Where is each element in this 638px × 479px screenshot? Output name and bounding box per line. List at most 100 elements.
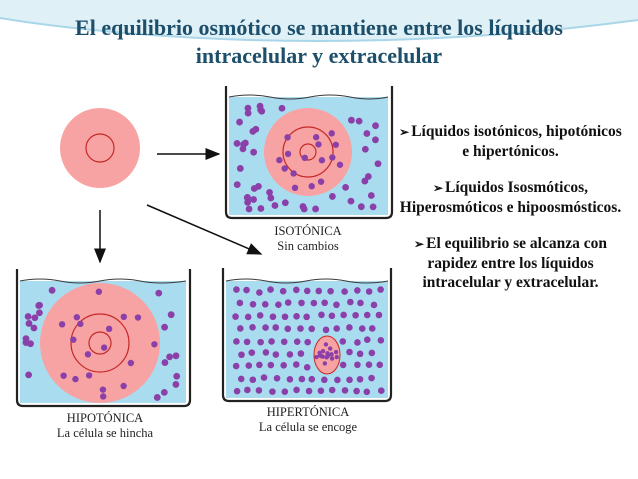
particle: [281, 313, 289, 321]
particle: [256, 102, 264, 110]
particle: [161, 323, 168, 331]
particle: [334, 376, 341, 384]
particle: [341, 288, 348, 295]
label-hypertonic-desc: La célula se encoge: [258, 420, 358, 434]
particle: [272, 324, 280, 331]
particle: [269, 388, 276, 395]
particle: [248, 349, 256, 356]
particles-isotonic-cell: [276, 130, 344, 192]
particle: [353, 387, 360, 395]
particle: [267, 361, 275, 369]
particle: [267, 194, 275, 202]
particle: [151, 341, 158, 348]
title-line-1: El equilibrio osmótico se mantiene entre…: [75, 15, 563, 40]
particle: [310, 299, 318, 307]
bullet-list: ➢Líquidos isotónicos, hipotónicos e hipe…: [398, 122, 623, 309]
particle: [308, 325, 316, 333]
particle: [333, 349, 339, 355]
particle: [292, 361, 300, 368]
particle: [329, 154, 336, 161]
page-title: El equilibrio osmótico se mantiene entre…: [0, 14, 638, 70]
particle: [376, 361, 384, 369]
particle: [325, 351, 330, 356]
particle: [312, 205, 319, 213]
particle: [328, 130, 335, 137]
particle: [340, 311, 347, 319]
beaker-hypertonic: [221, 268, 393, 403]
particle: [276, 156, 283, 164]
particle: [369, 203, 377, 211]
particle: [233, 181, 241, 189]
particle: [346, 348, 353, 356]
particle: [321, 376, 328, 384]
particle: [244, 104, 252, 112]
particle: [99, 386, 107, 393]
particle: [250, 196, 257, 203]
particle: [284, 325, 292, 333]
particle: [243, 286, 250, 294]
particle: [256, 312, 264, 319]
particle: [240, 140, 247, 148]
particle: [377, 387, 385, 395]
particle: [269, 313, 277, 321]
particle: [236, 118, 243, 126]
particle: [363, 130, 371, 137]
label-hypotonic: HIPOTÓNICA La célula se hincha: [30, 411, 180, 441]
particle: [328, 312, 336, 320]
particle: [297, 350, 305, 357]
particle: [25, 320, 33, 327]
particle: [167, 311, 175, 319]
particle: [236, 299, 244, 307]
particle: [100, 393, 107, 400]
particle: [24, 313, 32, 320]
particle: [232, 362, 240, 370]
particle: [134, 314, 142, 321]
particle: [355, 117, 363, 125]
particle: [363, 388, 371, 396]
particle: [363, 336, 371, 343]
particle: [334, 354, 340, 360]
particle: [336, 161, 344, 168]
label-hypotonic-desc: La célula se hincha: [56, 426, 154, 440]
particle: [100, 344, 108, 351]
particle: [281, 165, 288, 172]
particle: [328, 386, 336, 394]
particle: [256, 361, 263, 369]
particle: [361, 145, 369, 153]
particle: [284, 150, 292, 158]
particle: [304, 338, 311, 346]
particle: [260, 374, 268, 381]
particle: [233, 338, 240, 345]
particle: [356, 350, 364, 358]
bullet-item: ➢El equilibrio se alcanza con rapidez en…: [398, 234, 623, 292]
particle: [249, 300, 257, 308]
particle: [368, 349, 376, 357]
particle: [48, 286, 56, 294]
particle: [257, 338, 264, 346]
particle: [372, 136, 379, 144]
particle: [25, 371, 33, 379]
particles-isotonic: [233, 102, 382, 213]
particle: [361, 177, 369, 185]
particles-hypertonic-cell: [314, 342, 340, 366]
title-line-2: intracelular y extracelular: [195, 43, 443, 68]
particle: [339, 338, 347, 345]
particle: [293, 386, 300, 394]
bullet-arrow-icon: ➢: [399, 125, 410, 139]
particle: [352, 311, 359, 319]
particle: [279, 287, 287, 295]
particle: [317, 350, 322, 356]
particle: [357, 203, 365, 211]
beaker-isotonic: [224, 86, 394, 220]
particle: [354, 361, 361, 369]
particle: [36, 309, 43, 317]
particle: [356, 375, 364, 383]
particle: [346, 324, 353, 331]
particle: [72, 375, 79, 383]
particle: [245, 205, 253, 213]
label-hypertonic: HIPERTÓNICA La célula se encoge: [238, 405, 378, 435]
particle: [243, 194, 251, 202]
particle: [245, 362, 253, 369]
particle: [256, 289, 263, 296]
